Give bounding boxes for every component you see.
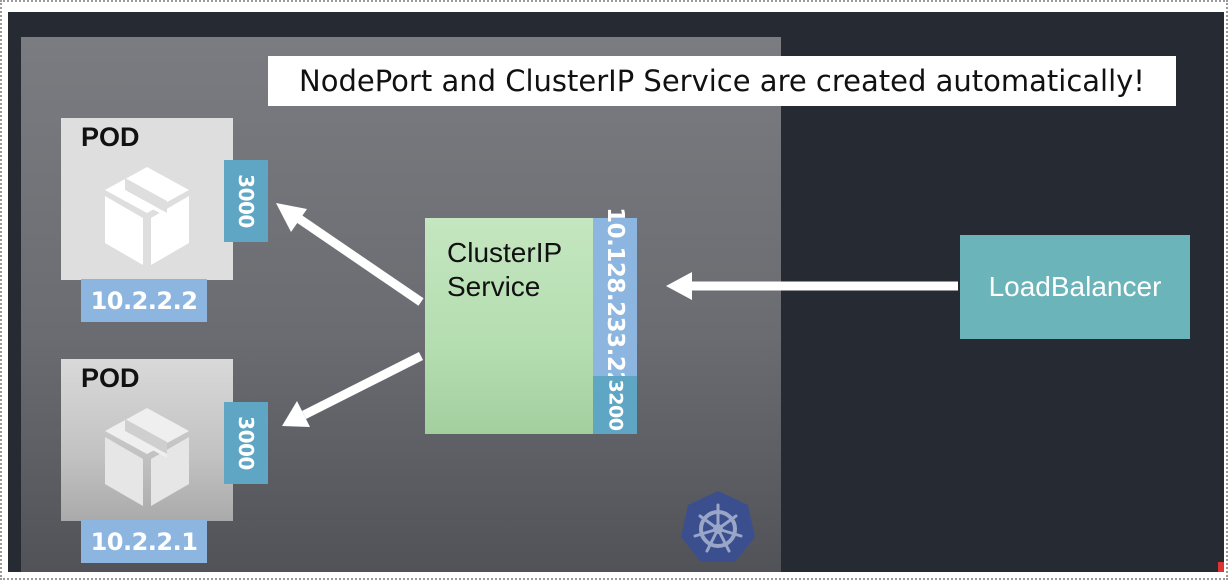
clusterip-port-badge: 3200	[593, 376, 637, 434]
clusterip-service-label: ClusterIP Service	[447, 237, 563, 302]
arrow-clusterip-to-pod-1	[276, 203, 424, 306]
pod-title: POD	[81, 363, 140, 393]
cube-icon	[105, 167, 189, 265]
arrows-layer	[276, 203, 958, 427]
pod-port-badge: 3000	[224, 160, 268, 242]
corner-mark	[1218, 562, 1224, 572]
pod-title: POD	[81, 122, 140, 152]
pod-2: POD	[61, 359, 233, 521]
pod-port-badge: 3000	[224, 402, 268, 484]
loadbalancer-box: LoadBalancer	[960, 235, 1190, 339]
slide: NodePort and ClusterIP Service are creat…	[8, 12, 1224, 572]
pod-ip-badge: 10.2.2.2	[81, 279, 207, 322]
arrow-clusterip-to-pod-2	[282, 351, 424, 427]
clusterip-ip-badge: 10.128.233.22	[593, 207, 637, 387]
pod-1: POD	[61, 118, 233, 280]
cube-icon	[105, 408, 189, 506]
clusterip-service-box: ClusterIP Service	[425, 218, 593, 434]
arrow-loadbalancer-to-clusterip	[666, 272, 958, 300]
pod-ip-badge: 10.2.2.1	[81, 520, 207, 563]
banner: NodePort and ClusterIP Service are creat…	[268, 56, 1176, 106]
kubernetes-logo-icon	[681, 491, 755, 562]
